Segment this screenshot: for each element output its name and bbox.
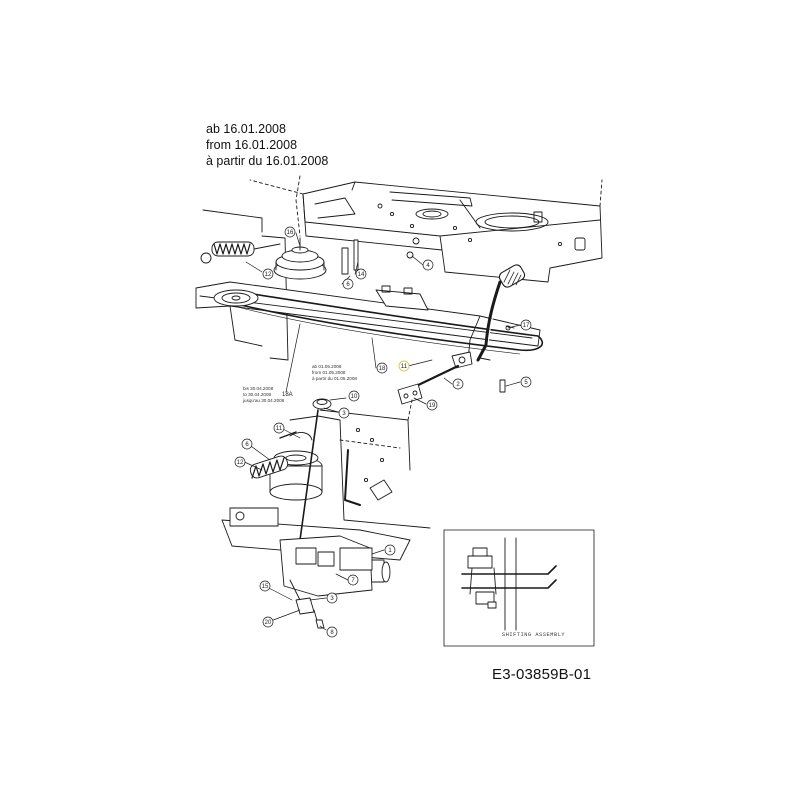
callout-20: 20 [265,620,272,626]
callout-5: 5 [524,380,528,386]
frame-lower [221,399,431,561]
note-until-de: bis 30.04.2008 [243,386,274,391]
callout-16: 16 [287,230,294,236]
callout-14: 14 [358,272,365,278]
callout-15: 15 [262,584,269,590]
callout-4: 4 [426,263,430,269]
inset-shifting-assembly [443,529,595,647]
note-until-date: bis 30.04.2008 to 30.04.2008 jusqu'au 30… [242,386,285,403]
idler-pulley-upper [273,237,327,280]
drive-belt [219,291,544,355]
callout-10: 10 [351,394,358,400]
note-from-date: ab 01.05.2008 from 01.05.2008 à partir d… [312,364,357,381]
note-until-fr: jusqu'au 30.04.2008 [242,398,285,403]
callout-18a: 18A [282,392,293,398]
callout-6-upper: 6 [346,282,350,288]
callout-18: 18 [379,366,386,372]
callout-8: 8 [330,630,334,636]
note-until-en: to 30.04.2008 [243,392,272,397]
date-line-fr: à partir du 16.01.2008 [206,154,329,168]
document-id: E3-03859B-01 [492,666,592,683]
callout-3-lower: 3 [330,596,334,602]
callout-1: 1 [388,548,392,554]
callout-7: 7 [351,578,355,584]
spring-upper [200,241,281,264]
callout-3-upper: 3 [342,411,346,417]
callout-19: 19 [429,403,436,409]
pulley-left [213,289,259,307]
callout-2-upper: 2 [456,382,460,388]
spring-lower [249,431,313,479]
header-dates: ab 16.01.2008 from 16.01.2008 à partir d… [206,121,328,169]
callout-11-highlighted: 11 [401,364,408,370]
note-from-fr: à partir du 01.05.2008 [312,376,357,381]
inset-caption: SHIFTING ASSEMBLY [502,632,565,638]
callout-12-upper: 12 [265,272,272,278]
rod-11 [299,398,332,541]
callout-17: 17 [523,323,530,329]
callout-11: 11 [276,426,283,432]
callout-6-lower: 6 [245,442,249,448]
callout-12-lower: 12 [237,460,244,466]
chassis-plate [249,175,603,283]
date-line-en: from 16.01.2008 [206,138,298,152]
date-line-de: ab 16.01.2008 [206,122,286,136]
shift-lever [476,264,526,362]
shift-bracket [375,285,429,311]
note-from-de: ab 01.05.2008 [312,364,342,369]
note-from-en: from 01.05.2008 [312,370,346,375]
